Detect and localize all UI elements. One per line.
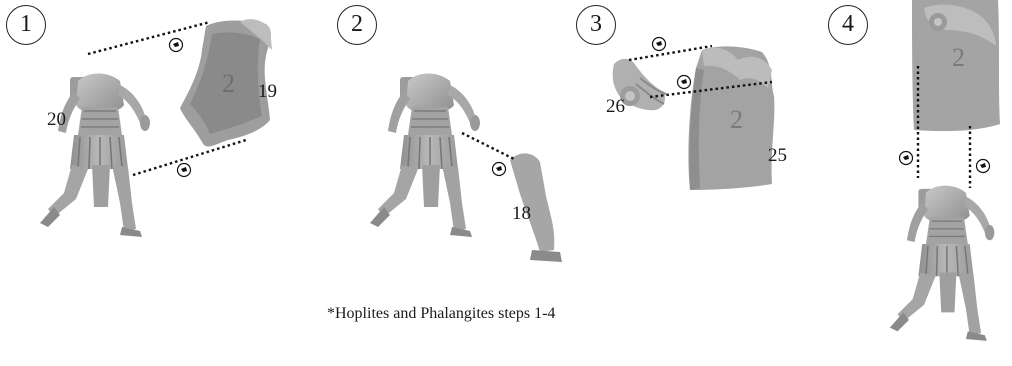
glue-drop-icon — [898, 150, 914, 166]
step-3-illustration: 2 — [612, 36, 775, 190]
part-label-20: 20 — [47, 109, 66, 130]
glue-drop-icon — [651, 36, 667, 52]
glue-drop-icon — [676, 74, 692, 90]
glue-drop-icon — [975, 158, 991, 174]
part-label-26: 26 — [606, 96, 625, 117]
svg-text:2: 2 — [952, 43, 965, 72]
step-number-badge: 4 — [828, 5, 868, 45]
step-number-badge: 1 — [6, 5, 46, 45]
part-label-19: 19 — [258, 81, 277, 102]
step-number-badge: 3 — [576, 5, 616, 45]
step-number-badge: 2 — [337, 5, 377, 45]
step-4-illustration: 2 — [889, 0, 1000, 342]
svg-text:2: 2 — [730, 105, 743, 134]
glue-drop-icon — [168, 37, 184, 53]
step-2-illustration — [369, 72, 562, 262]
caption: *Hoplites and Phalangites steps 1-4 — [327, 305, 556, 322]
step-1-illustration: 2 — [39, 19, 272, 238]
part-label-25: 25 — [768, 145, 787, 166]
glue-drop-icon — [176, 162, 192, 178]
glue-drop-icon — [491, 161, 507, 177]
svg-text:2: 2 — [222, 69, 235, 98]
part-label-18: 18 — [512, 203, 531, 224]
